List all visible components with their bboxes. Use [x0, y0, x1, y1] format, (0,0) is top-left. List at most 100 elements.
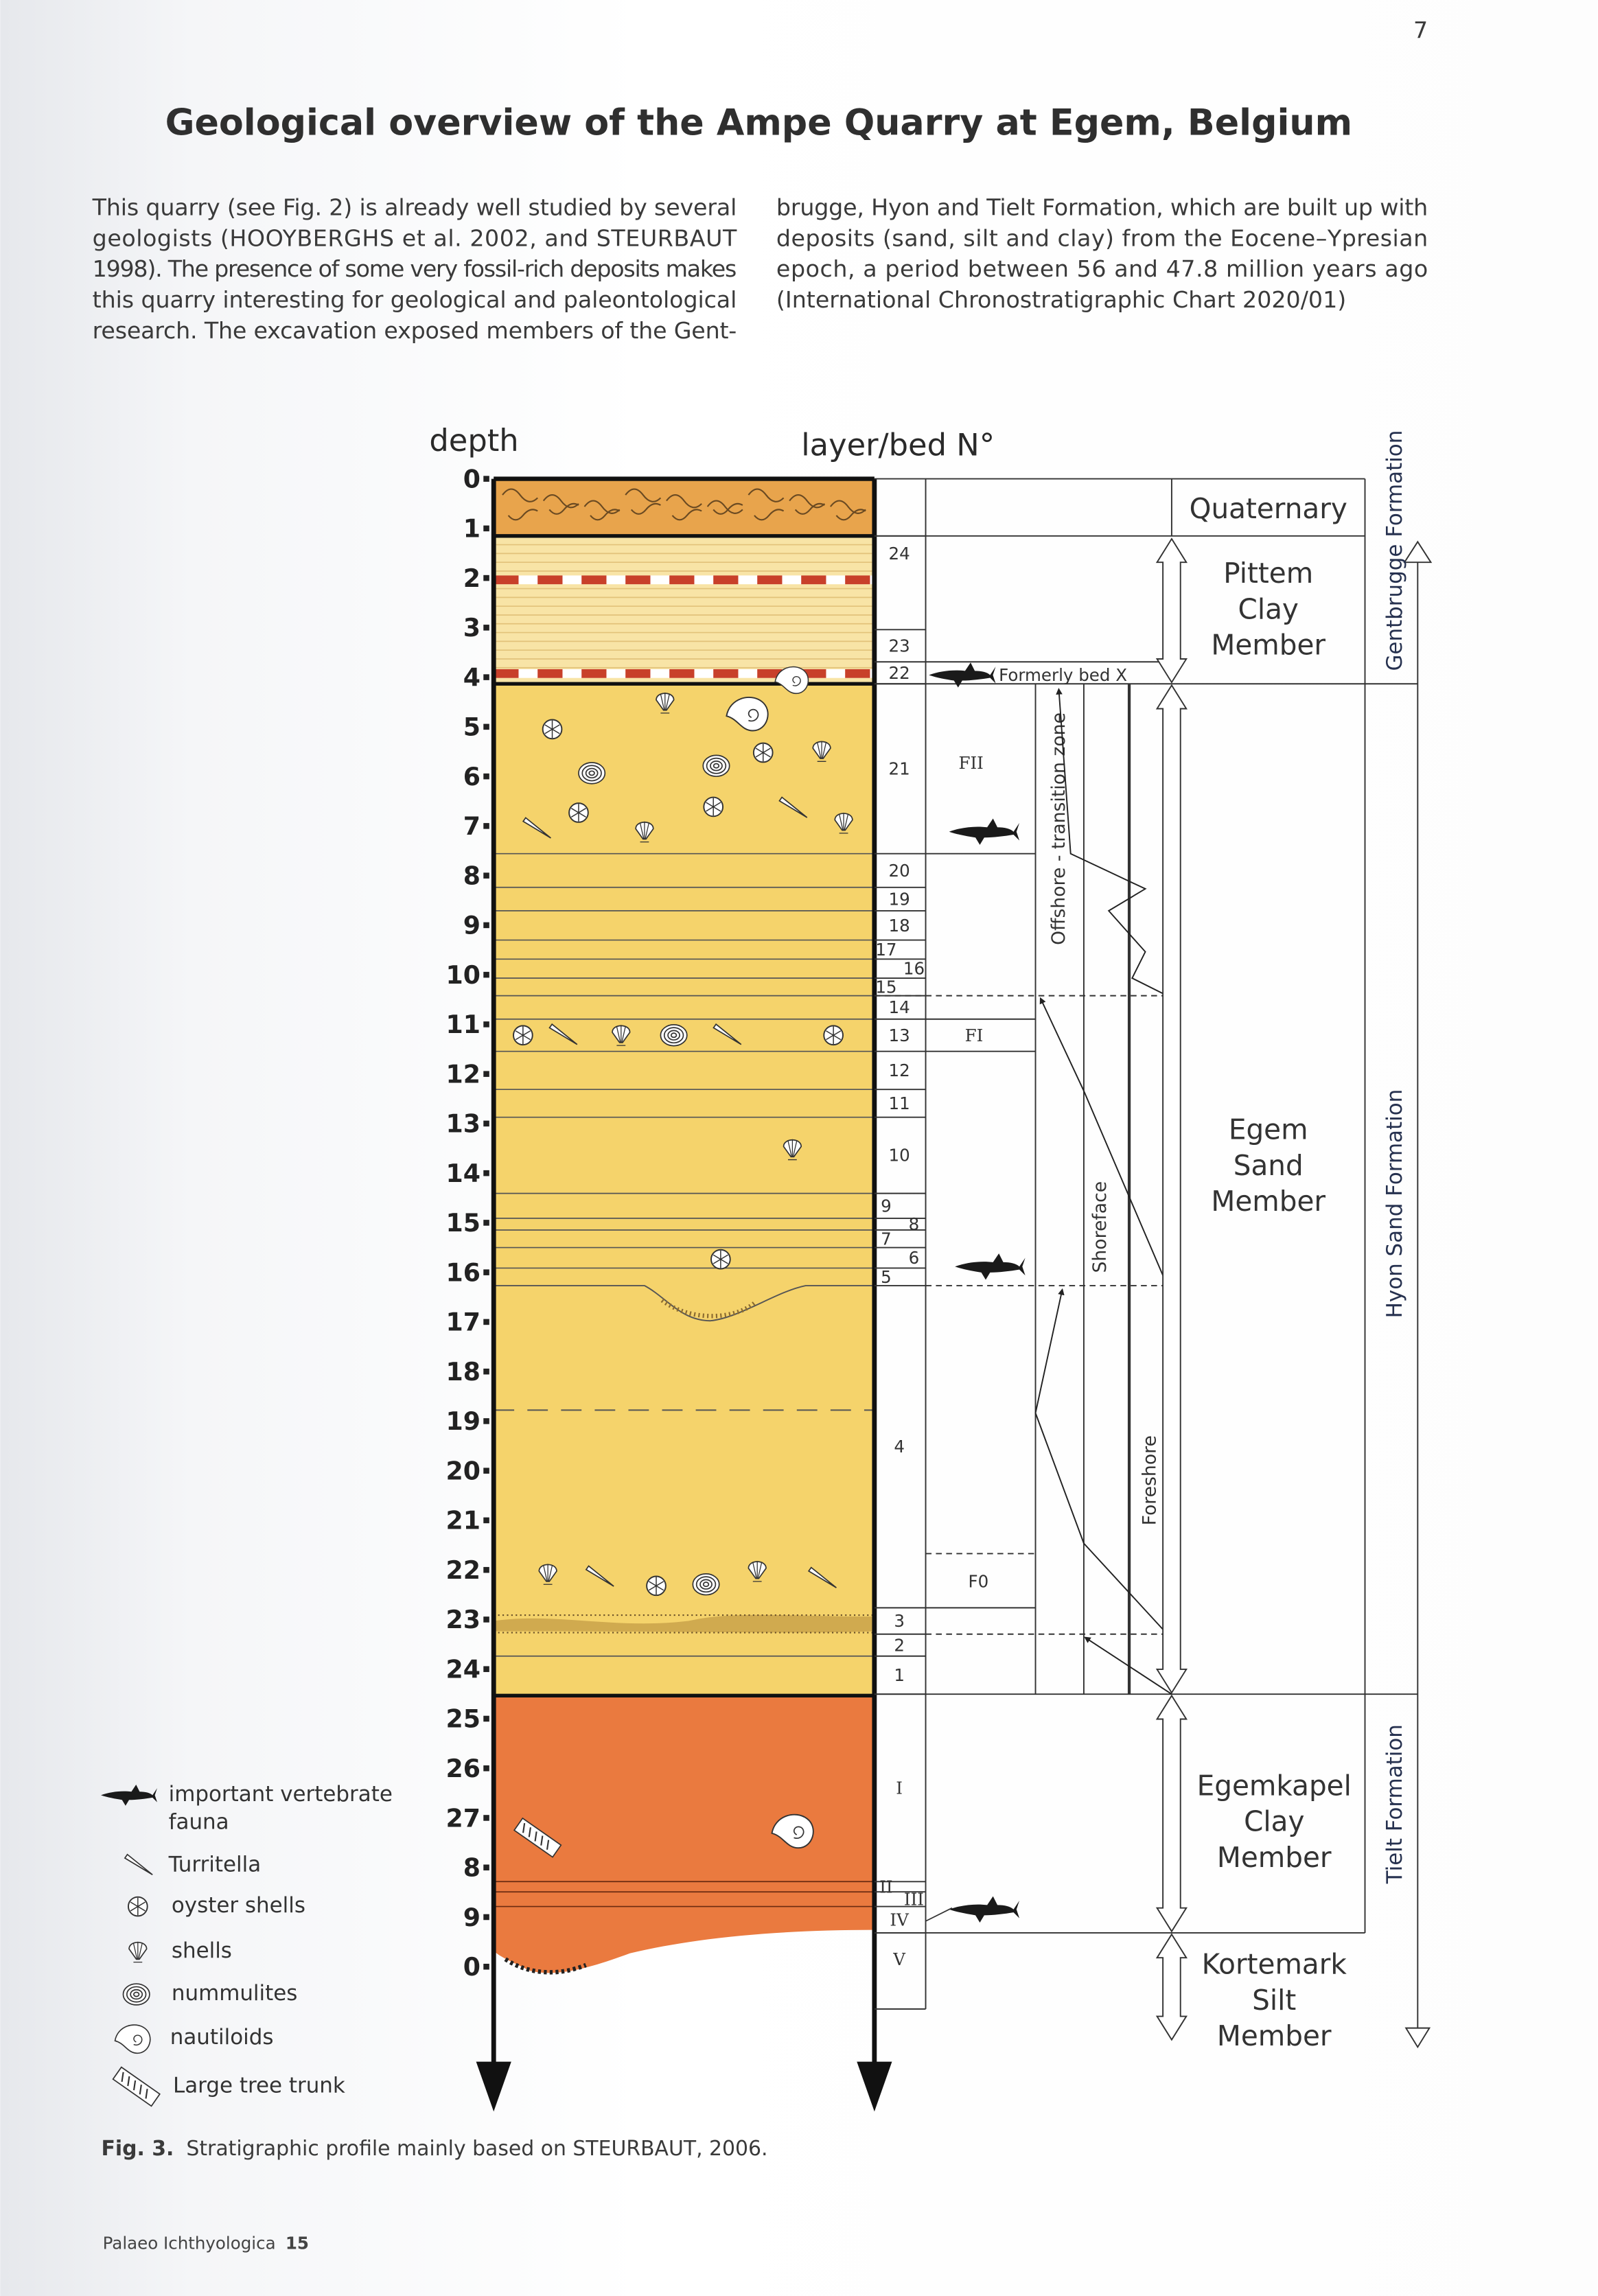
intro-right-line: brugge, Hyon and Tielt Formation, which … [776, 194, 1428, 221]
depth-tick [483, 1468, 489, 1474]
marker-band-segment [625, 575, 651, 585]
depth-tick-label: 21 [446, 1506, 480, 1535]
page-number: 7 [1413, 16, 1428, 43]
depth-tick-label: 9 [463, 911, 480, 940]
oyster-icon [568, 802, 589, 823]
shell-icon [656, 693, 675, 714]
glauconite-band [494, 1614, 875, 1633]
legend-label: nautiloids [170, 2025, 274, 2050]
relative-sea-level-curve [1034, 1288, 1168, 1635]
depth-tick-label: 23 [446, 1605, 480, 1634]
relative-sea-level-curve [1084, 1636, 1172, 1695]
depth-tick [483, 922, 489, 929]
intro-left-line: This quarry (see Fig. 2) is already well… [92, 194, 737, 221]
oyster-icon [127, 1896, 148, 1917]
arrow-down-icon [857, 2061, 892, 2112]
depth-tick-label: 4 [463, 662, 480, 692]
nummulite-icon [578, 762, 606, 785]
bed-label: 1 [894, 1665, 905, 1685]
bed-label: 12 [889, 1060, 910, 1080]
marker-band-segment [537, 669, 563, 678]
lithology-column [476, 476, 892, 2112]
depth-axis: 0123456789101112131415161718192021222324… [446, 464, 489, 1982]
bed-label: 17 [875, 940, 896, 960]
marker-band-segment [801, 575, 826, 585]
bed-label: 21 [889, 759, 910, 779]
depth-tick [483, 1616, 489, 1623]
soil-texture [830, 500, 866, 521]
bed-label: I [896, 1778, 903, 1798]
legend-item: nautiloids [170, 2025, 274, 2050]
shell-icon [612, 1025, 631, 1046]
pittem-clay-layer [494, 535, 875, 684]
bed-label: IV [890, 1910, 910, 1929]
legend-item: Large tree trunk [173, 2073, 345, 2098]
legend-label: important vertebrate [169, 1782, 393, 1807]
legend-label: fauna [169, 1809, 229, 1834]
depth-tick [483, 1220, 489, 1226]
legend-label: Turritella [168, 1852, 262, 1877]
facies-label-fi: FI [965, 1025, 984, 1045]
soil-texture [502, 488, 538, 521]
nummulite-icon [692, 1573, 720, 1596]
depth-tick [483, 1368, 489, 1375]
zone-label-shoreface: Shoreface [1089, 1181, 1111, 1273]
marker-band-segment [537, 575, 563, 585]
depth-tick [483, 971, 489, 978]
oyster-icon [542, 719, 563, 740]
marker-band-segment [494, 575, 519, 585]
issue-number: 15 [286, 2234, 309, 2253]
intro-left-line: geologists (HOOYBERGHS et al. 2002, and … [93, 224, 737, 251]
depth-tick-label: 18 [446, 1357, 480, 1387]
depth-tick [483, 823, 489, 829]
depth-tick-label: 25 [446, 1704, 480, 1734]
bed-label: 9 [881, 1196, 892, 1216]
zone-label-foreshore: Foreshore [1139, 1435, 1160, 1525]
depth-tick-label: 16 [446, 1257, 480, 1287]
shell-icon [783, 1139, 802, 1161]
bed-label: 16 [903, 959, 925, 979]
turritella-icon [807, 1566, 837, 1588]
depth-tick [483, 1170, 489, 1176]
legend: important vertebratefaunaTurritellaoyste… [101, 1782, 393, 2107]
legend-item: Turritella [168, 1852, 262, 1877]
bed-label: V [892, 1949, 906, 1969]
depth-tick [483, 723, 489, 730]
fossil-symbols [513, 662, 1026, 1923]
bed-label: 2 [894, 1635, 905, 1655]
caption-text: Stratigraphic profile mainly based on ST… [186, 2137, 767, 2161]
shell-icon [635, 821, 654, 843]
erosive-boundary [494, 1285, 875, 1322]
marker-band-segment [669, 575, 695, 585]
soil-texture [666, 494, 702, 521]
depth-tick [483, 674, 489, 680]
unit-pittem-clay-member: Pittem [1223, 557, 1313, 590]
depth-tick-label: 17 [446, 1308, 480, 1337]
depth-tick-label: 27 [446, 1803, 480, 1833]
marker-band-segment [757, 575, 783, 585]
unit-egem-sand-member: Member [1211, 1185, 1325, 1218]
legend-label: nummulites [172, 1981, 297, 2006]
nummulite-icon [702, 754, 730, 777]
oyster-icon [710, 1249, 731, 1270]
turritella-icon [124, 1853, 153, 1876]
depth-tick-label: 10 [446, 960, 480, 990]
pointer-line [925, 1907, 953, 1922]
relative-sea-level-curve [1056, 688, 1168, 997]
depth-tick [483, 1666, 489, 1672]
soil-texture [542, 494, 579, 515]
marker-band-segment [581, 575, 607, 585]
marker-band-segment [713, 575, 739, 585]
marker-band-segment [494, 669, 519, 678]
depth-tick [483, 1715, 489, 1722]
bed-label: 5 [881, 1267, 892, 1287]
depth-tick-label: 6 [463, 762, 480, 791]
shell-icon [812, 741, 831, 762]
intro-left-line: this quarry interesting for geological a… [93, 286, 737, 313]
depth-tick-label: 20 [446, 1456, 480, 1485]
shark-icon [955, 1253, 1026, 1280]
unit-kortemark-silt-member: Kortemark [1202, 1948, 1347, 1981]
unit-quaternary: Quaternary [1190, 492, 1347, 525]
oyster-icon [752, 742, 774, 763]
formerly-bed-x-annotation: Formerly bed X [999, 665, 1127, 685]
